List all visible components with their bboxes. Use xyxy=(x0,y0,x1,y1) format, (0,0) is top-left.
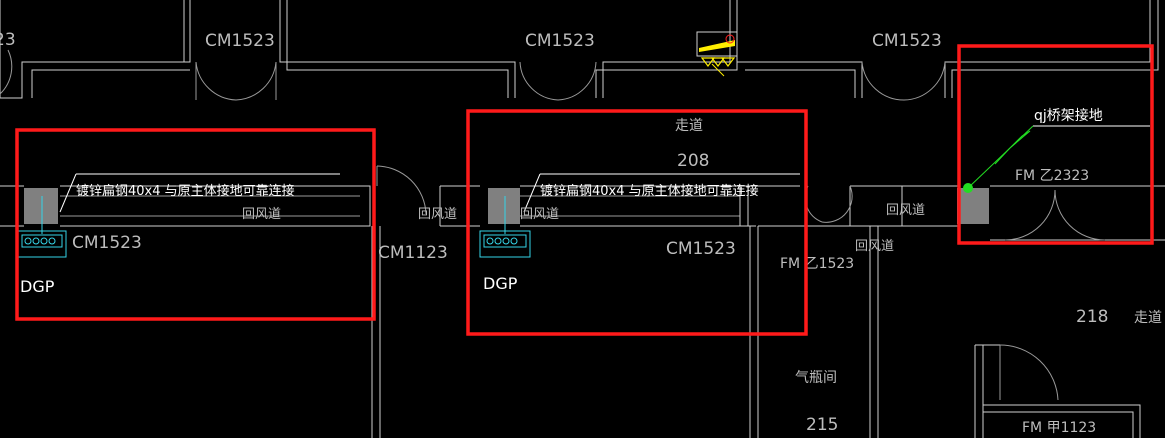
annotation-leaders xyxy=(59,125,1150,213)
top-wall-lines xyxy=(0,0,1159,99)
label-door-top-3: CM1523 xyxy=(872,31,942,51)
label-corridor-2: 走道 xyxy=(1134,310,1162,326)
dgp-box-1[interactable] xyxy=(17,196,67,258)
label-door-top-partial: 23 xyxy=(0,30,16,50)
label-door-mid-1: CM1523 xyxy=(72,233,142,253)
label-corridor-1: 走道 xyxy=(675,118,703,134)
annotation-3: qj桥架接地 xyxy=(1034,107,1103,124)
label-gas-room: 气瓶间 xyxy=(795,370,837,386)
highlight-box-2[interactable] xyxy=(466,109,808,336)
label-dgp-2: DGP xyxy=(483,274,518,293)
label-fm-2: FM 乙2323 xyxy=(1015,168,1089,184)
yellow-equipment-marker[interactable] xyxy=(696,31,738,77)
ground-node[interactable] xyxy=(963,183,973,193)
lower-wall-lines xyxy=(371,225,1141,438)
room-and-door-labels: 23 CM1523 CM1523 CM1523 走道 208 回风道 回风道 回… xyxy=(0,30,1162,436)
label-door-top-1: CM1523 xyxy=(205,31,275,51)
column-1 xyxy=(24,188,58,224)
column-2 xyxy=(488,188,520,224)
label-return-air-3: 回风道 xyxy=(520,207,559,222)
label-fm-3: FM 甲1123 xyxy=(1022,420,1096,436)
label-dgp-1: DGP xyxy=(20,277,55,296)
annotation-1: 镀锌扁钢40x4 与原主体接地可靠连接 xyxy=(76,183,295,199)
highlight-boxes xyxy=(15,44,1154,336)
label-fm-1: FM 乙1523 xyxy=(780,256,854,272)
label-door-mid-3: CM1523 xyxy=(666,239,736,259)
highlight-box-3[interactable] xyxy=(957,44,1154,245)
middle-wall-lines xyxy=(0,185,1165,241)
dgp-box-2[interactable] xyxy=(479,196,531,258)
structural-columns xyxy=(24,188,989,224)
column-3 xyxy=(957,188,989,224)
label-door-mid-2: CM1123 xyxy=(378,243,448,263)
label-return-air-2: 回风道 xyxy=(418,207,457,222)
label-door-top-2: CM1523 xyxy=(525,31,595,51)
top-door-swings xyxy=(0,49,946,101)
label-return-air-1: 回风道 xyxy=(242,207,281,222)
label-return-air-5: 回风道 xyxy=(855,239,894,254)
highlight-box-1[interactable] xyxy=(15,128,376,321)
label-return-air-4: 回风道 xyxy=(886,203,925,218)
annotation-texts: 镀锌扁钢40x4 与原主体接地可靠连接 镀锌扁钢40x4 与原主体接地可靠连接 … xyxy=(76,107,1103,199)
label-room-208: 208 xyxy=(677,151,709,171)
label-room-218: 218 xyxy=(1076,307,1108,327)
label-room-215: 215 xyxy=(806,415,838,435)
annotation-2: 镀锌扁钢40x4 与原主体接地可靠连接 xyxy=(540,183,759,199)
